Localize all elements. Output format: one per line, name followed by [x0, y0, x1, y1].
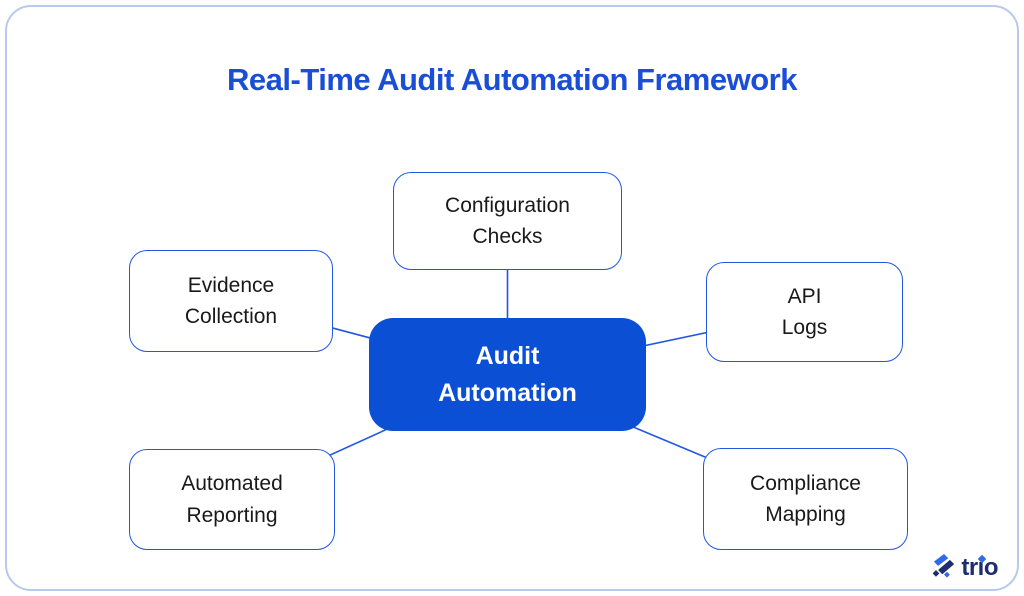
page-title: Real-Time Audit Automation Framework: [227, 62, 797, 97]
node-evidence-collection: Evidence Collection: [129, 250, 333, 352]
trio-logo: trio: [932, 554, 998, 581]
node-automated-reporting: Automated Reporting: [129, 449, 335, 550]
trio-logo-text: trio: [961, 554, 998, 580]
trio-logo-icon: [932, 554, 955, 578]
node-compliance-mapping: Compliance Mapping: [703, 448, 908, 550]
node-configuration-checks: Configuration Checks: [393, 172, 622, 270]
node-api-logs: API Logs: [706, 262, 903, 362]
node-audit-automation: Audit Automation: [369, 318, 646, 431]
